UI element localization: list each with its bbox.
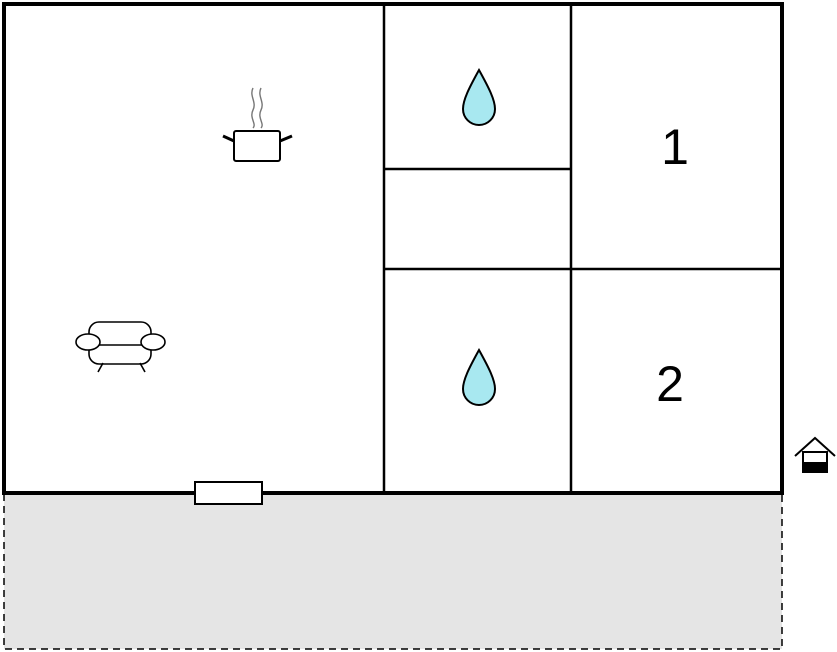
- window-icon: [194, 481, 263, 505]
- outer-walls: [2, 2, 784, 495]
- sofa-icon: [75, 321, 166, 373]
- water-drop-icon: [461, 347, 497, 406]
- interior-walls: [382, 4, 782, 493]
- house-entrance-icon: [794, 436, 836, 473]
- terrace-area: [3, 492, 783, 650]
- water-drop-icon: [461, 67, 497, 126]
- bedroom-1-number: 1: [661, 119, 689, 175]
- bedroom-2-number: 2: [656, 356, 684, 412]
- cooking-pot-icon: [222, 87, 293, 162]
